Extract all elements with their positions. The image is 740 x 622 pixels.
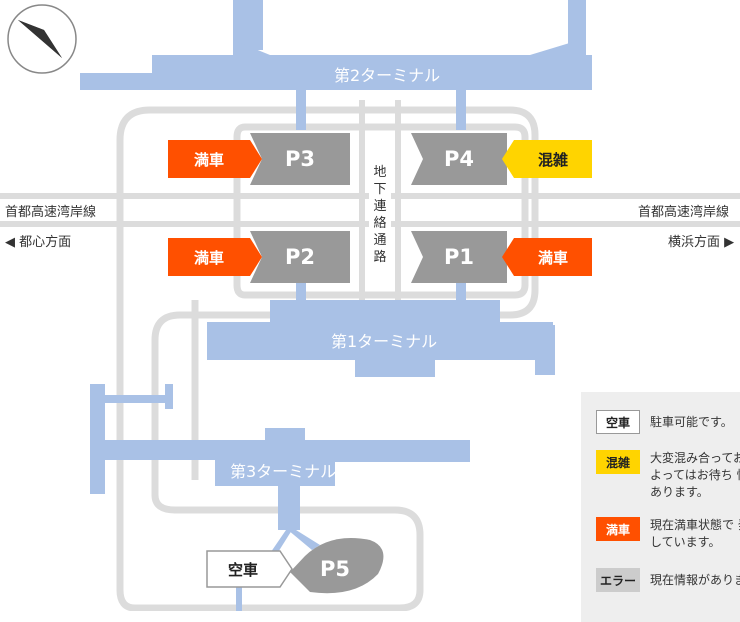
underground-passage-label: 地 下 連 絡 通 路 [369,162,391,268]
legend-chip-full: 満車 [596,517,640,541]
t2-pier-left [233,0,263,50]
terminal2-building [152,55,592,90]
compass-icon [7,4,77,74]
p4-shape [411,133,507,185]
p4-label[interactable]: P4 [444,147,475,171]
p4-status-arrow [502,140,592,178]
p4-status-badge: 混雑 [537,150,568,169]
direction-left: ◀ 都心方面 [5,235,72,250]
p5-status-badge: 空車 [227,560,258,579]
p3-label[interactable]: P3 [285,147,316,171]
tunnel-char: 連 [373,199,387,214]
tunnel-char: 通 [373,233,387,248]
p5-label[interactable]: P5 [320,557,351,581]
legend-chip-error: エラー [596,568,640,592]
terminal1-building [207,322,553,360]
terminal3-label: 第3ターミナル [230,462,337,481]
p3-status-arrow [168,140,262,178]
p1-status-badge: 満車 [537,248,568,267]
legend-text-busy: 大変混み合ってお によってはお待ち 性があります。 [650,451,740,499]
legend-panel: 空車 駐車可能です。 混雑 大変混み合ってお によってはお待ち 性があります。 … [581,392,740,622]
p1-label[interactable]: P1 [444,245,475,269]
p2-shape [250,231,350,283]
inner-loop-road [233,123,529,299]
t3-left-pier [90,384,105,494]
p2-status-badge: 満車 [193,248,224,267]
terminal2-label: 第2ターミナル [334,66,441,85]
tunnel-char: 絡 [373,216,387,231]
p3-shape [250,133,350,185]
tunnel-char: 路 [373,250,387,265]
legend-text-full: 現在満車状態で 発生しています。 [650,518,740,549]
p2-label[interactable]: P2 [285,245,316,269]
direction-right: 横浜方面 ▶ [668,235,735,250]
highway-label-right: 首都高速湾岸線 [638,205,730,220]
p1-status-arrow [502,238,592,276]
p1-shape [411,231,507,283]
legend-text-empty: 駐車可能です。 [650,415,733,429]
terminal1-label: 第1ターミナル [331,332,438,351]
legend-chip-empty: 空車 [596,410,640,434]
p2-status-arrow [168,238,262,276]
tunnel-char: 下 [373,182,387,197]
p3-status-badge: 満車 [193,150,224,169]
p5-shape [290,538,384,594]
tunnel-char: 地 [373,165,387,180]
highway-label-left: 首都高速湾岸線 [5,205,97,220]
p5-status-arrow [206,550,293,588]
legend-chip-busy: 混雑 [596,450,640,474]
legend-text-error: 現在情報がありま [650,573,740,587]
